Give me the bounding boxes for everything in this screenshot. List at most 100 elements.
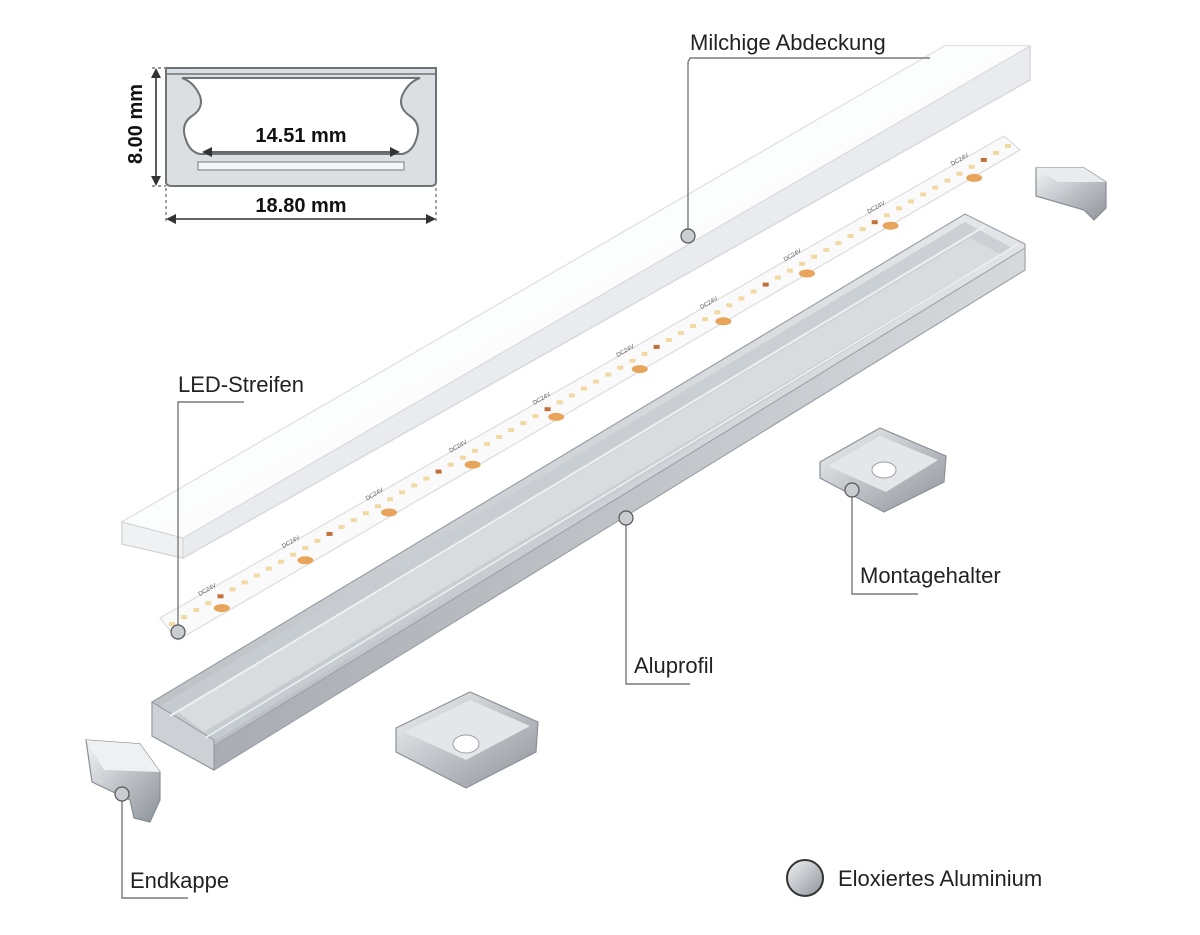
led-chip	[883, 213, 890, 218]
led-chip	[835, 241, 842, 245]
label-cover: Milchige Abdeckung	[690, 30, 886, 55]
profile-cross-section	[165, 67, 437, 187]
led-chip	[278, 559, 284, 564]
led-chip	[811, 254, 818, 259]
strip-resistor	[297, 556, 314, 565]
label-end-cap: Endkappe	[130, 868, 229, 893]
led-chip	[896, 206, 902, 211]
led-chip	[471, 448, 478, 453]
led-chip	[314, 538, 321, 543]
led-chip	[956, 171, 963, 176]
aluminium-swatch-icon	[786, 859, 824, 897]
end-cap-bottom-left	[85, 739, 161, 823]
led-chip	[568, 393, 575, 398]
led-chip	[920, 192, 927, 197]
led-chip	[980, 157, 987, 162]
led-chip	[677, 331, 684, 335]
led-chip	[774, 275, 781, 280]
strip-resistor	[381, 508, 397, 517]
led-chip	[387, 497, 394, 502]
led-chip	[653, 344, 660, 349]
led-chip	[447, 462, 454, 467]
label-led-strip: LED-Streifen	[178, 372, 304, 397]
strip-resistor	[715, 317, 732, 326]
aluminium-profile	[151, 213, 1026, 771]
led-chip	[375, 504, 381, 509]
led-chip	[217, 594, 224, 599]
led-chip	[508, 428, 515, 432]
led-chip	[423, 476, 430, 481]
led-chip	[484, 441, 490, 446]
led-chip	[593, 379, 600, 384]
led-chip	[714, 310, 721, 315]
legend-material-label: Eloxiertes Aluminium	[838, 866, 1042, 891]
led-chip	[690, 324, 696, 329]
led-chip	[205, 601, 212, 606]
led-chip	[556, 400, 563, 405]
led-chips	[169, 144, 1011, 626]
mounting-bracket-left	[395, 691, 539, 789]
led-chip	[823, 247, 830, 252]
led-chip	[1005, 144, 1011, 148]
led-chip	[241, 580, 248, 585]
strip-resistor	[464, 460, 481, 469]
led-chip	[847, 234, 854, 239]
led-chip	[496, 435, 503, 439]
led-chip	[350, 518, 357, 523]
label-mounting-bracket: Montagehalter	[860, 563, 1001, 588]
callout-dot	[170, 624, 186, 640]
callout-dot	[618, 510, 634, 526]
label-profile: Aluprofil	[634, 653, 713, 678]
led-chip	[520, 421, 527, 426]
led-chip	[799, 261, 805, 266]
led-chip	[265, 566, 272, 571]
led-chip	[459, 455, 466, 460]
led-chip	[605, 372, 612, 377]
strip-resistor	[966, 173, 983, 182]
led-chip	[181, 615, 188, 620]
strip-resistor	[213, 604, 230, 613]
strip-resistor	[631, 365, 648, 374]
led-chip	[871, 220, 878, 225]
height-dimension-label: 8.00 mm	[125, 84, 147, 164]
callout-mounting-bracket: Montagehalter	[844, 482, 1001, 595]
led-chip	[302, 545, 309, 550]
led-chip	[908, 199, 915, 204]
led-chip	[750, 289, 757, 294]
led-chip	[641, 351, 648, 356]
led-chip	[229, 587, 236, 592]
mounting-bracket-right	[819, 427, 947, 513]
callout-dot	[844, 482, 860, 498]
bracket-screw-hole	[871, 461, 897, 479]
milky-cover	[121, 45, 1031, 559]
led-chip	[702, 317, 709, 322]
led-chip	[726, 303, 733, 308]
led-chip	[665, 338, 672, 342]
outer-width-dimension-label: 18.80 mm	[255, 195, 346, 217]
led-chip	[326, 531, 333, 536]
led-chip	[290, 552, 297, 557]
led-chip	[580, 386, 587, 391]
led-chip	[532, 414, 539, 419]
led-chip	[399, 490, 406, 495]
led-chip	[362, 511, 369, 516]
inner-width-dimension-label: 14.51 mm	[255, 125, 346, 147]
led-chip	[193, 608, 200, 613]
led-chip	[859, 227, 866, 232]
callout-end-cap: Endkappe	[114, 786, 229, 899]
callout-profile: Aluprofil	[618, 510, 713, 685]
led-chip	[738, 296, 745, 301]
led-chip	[253, 573, 260, 578]
callout-dot	[114, 786, 130, 802]
led-chip	[932, 185, 939, 190]
led-chip	[411, 483, 418, 488]
led-chip	[544, 407, 551, 412]
led-chip	[968, 164, 975, 169]
led-chip	[169, 622, 175, 626]
led-chip	[629, 358, 636, 363]
led-chip	[435, 469, 442, 474]
strip-resistor	[799, 269, 815, 278]
strip-resistor	[882, 221, 899, 230]
led-chip	[786, 268, 793, 273]
